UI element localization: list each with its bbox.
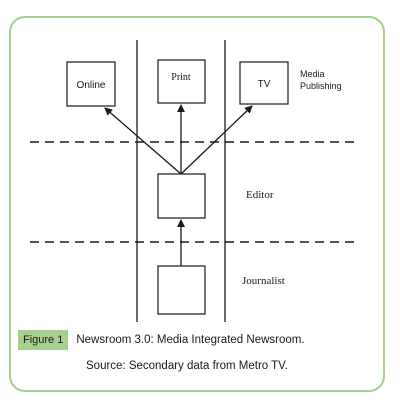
journalist-label: Journalist [242,275,285,287]
caption-title: Newsroom 3.0: Media Integrated Newsroom. [76,334,305,346]
arrow-editor-to-tv [180,105,253,175]
print-label: Print [171,72,191,83]
editor-box [157,173,206,219]
figure-caption: Figure 1 Newsroom 3.0: Media Integrated … [18,330,305,350]
tv-label: TV [258,79,271,90]
media-publishing-label-line1: Media [300,69,325,79]
media-publishing-label-line2: Publishing [300,81,342,91]
print-box [157,59,206,104]
caption-source: Source: Secondary data from Metro TV. [86,360,288,372]
figure-number-badge: Figure 1 [18,330,69,350]
tv-box [239,61,289,105]
editor-label: Editor [246,189,274,201]
online-label: Online [77,80,106,91]
journalist-box [157,265,206,315]
arrow-editor-to-online [104,107,182,175]
online-box [66,61,116,107]
